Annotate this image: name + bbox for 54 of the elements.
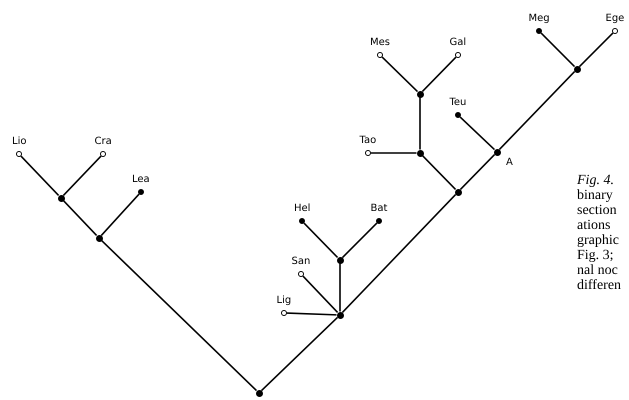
taxon-tip: Gal — [450, 37, 466, 58]
taxon-tip: Meg — [528, 13, 550, 34]
branch-line — [460, 154, 496, 190]
branch-line — [342, 222, 378, 258]
branch-line — [578, 32, 614, 68]
branch-node — [416, 150, 424, 156]
branch-line — [302, 276, 338, 314]
branch-line — [62, 156, 102, 196]
taxon-tip: Ege — [606, 13, 624, 34]
branch-node — [336, 312, 344, 318]
branch-node — [96, 234, 102, 242]
branch-line — [339, 264, 341, 312]
branch-line — [371, 152, 416, 154]
caption-text: Fig. 4. — [577, 173, 614, 188]
branch-line — [342, 194, 456, 314]
branch-line — [540, 32, 576, 68]
taxon-tip: Lio — [12, 136, 26, 157]
branch-line — [419, 98, 421, 150]
branch-node — [494, 148, 500, 156]
taxon-tip: Teu — [450, 97, 466, 118]
branch-line — [498, 70, 576, 150]
branch-line — [422, 56, 456, 92]
branch-node — [454, 188, 462, 196]
caption-text: differen — [577, 278, 622, 293]
caption-text: graphic — [577, 233, 619, 248]
taxon-tip: Lea — [132, 174, 150, 195]
caption-text: nal noc — [577, 263, 618, 278]
branch-node — [416, 90, 424, 98]
taxon-tip: Bat — [370, 203, 388, 224]
taxon-tip: Mes — [370, 37, 390, 58]
branch-line — [260, 316, 338, 392]
branch-node — [58, 194, 64, 202]
taxon-tip: Lig — [276, 295, 292, 316]
taxon-tip: Hel — [294, 203, 310, 224]
branch-node — [574, 66, 580, 72]
caption-text: ations — [577, 218, 610, 233]
branch-node — [256, 390, 262, 396]
branch-line — [100, 194, 140, 236]
taxon-tip: San — [292, 256, 310, 277]
node-label: A — [506, 157, 513, 168]
caption-text: Fig. 3; — [577, 248, 614, 263]
caption-text: section — [577, 203, 617, 218]
branch-line — [100, 240, 258, 392]
branch-line — [286, 312, 337, 316]
branch-line — [62, 200, 98, 236]
branch-line — [20, 156, 60, 196]
branch-line — [382, 56, 418, 92]
caption-text: binary — [577, 188, 613, 203]
branch-line — [304, 222, 338, 258]
branch-line — [422, 154, 456, 190]
branch-line — [460, 116, 496, 150]
branch-node — [336, 256, 344, 264]
taxon-tip: Tao — [360, 135, 376, 156]
taxon-tip: Cra — [94, 136, 112, 157]
